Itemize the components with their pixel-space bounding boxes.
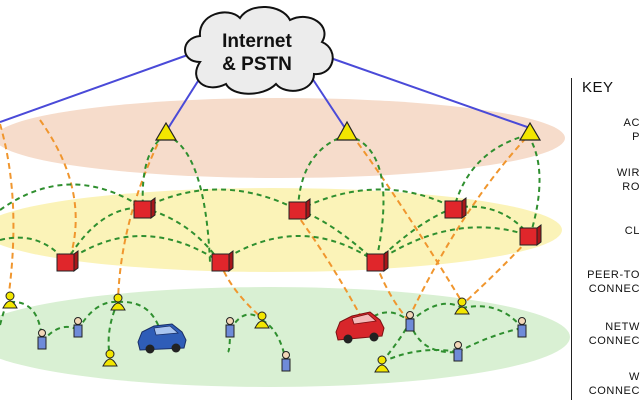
laptop-client-icon bbox=[281, 351, 291, 372]
key-divider bbox=[571, 78, 572, 400]
laptop-client-icon bbox=[453, 341, 463, 362]
key-title: KEY bbox=[582, 79, 614, 96]
router-icon bbox=[288, 198, 311, 220]
laptop-client-icon bbox=[405, 311, 415, 332]
router-icon bbox=[444, 197, 467, 219]
phone-client-icon bbox=[110, 293, 126, 311]
internet-cloud: Internet & PSTN bbox=[184, 5, 334, 95]
router-icon bbox=[211, 250, 234, 272]
cloud-label-line1: Internet bbox=[222, 31, 292, 52]
router-icon bbox=[56, 250, 79, 272]
key-item-client: CL bbox=[624, 225, 640, 237]
laptop-client-icon bbox=[225, 317, 235, 338]
phone-client-icon bbox=[2, 291, 18, 309]
car-red-icon bbox=[335, 311, 385, 344]
phone-client-icon bbox=[102, 349, 118, 367]
router-icon bbox=[519, 224, 542, 246]
access-point-icon bbox=[518, 121, 542, 141]
client-links bbox=[0, 119, 529, 323]
key-item-wireless-router: WIR RO bbox=[616, 167, 640, 193]
laptop-client-icon bbox=[517, 317, 527, 338]
phone-client-icon bbox=[254, 311, 270, 329]
routers bbox=[56, 197, 542, 272]
key-item-wired-connection: W CONNEC bbox=[588, 371, 640, 397]
router-layer bbox=[0, 188, 562, 272]
access-point-layer bbox=[0, 98, 565, 178]
phone-clients bbox=[2, 291, 470, 373]
laptop-clients bbox=[37, 311, 527, 372]
router-icon bbox=[366, 250, 389, 272]
laptop-client-icon bbox=[37, 329, 47, 350]
phone-client-icon bbox=[454, 297, 470, 315]
cloud-label-line2: & PSTN bbox=[222, 54, 292, 75]
car-blue-icon bbox=[137, 323, 187, 354]
phone-client-icon bbox=[374, 355, 390, 373]
backhaul-links bbox=[0, 51, 531, 131]
access-point-icon bbox=[154, 121, 178, 141]
client-layer bbox=[0, 287, 570, 387]
key-item-access-point: AC P bbox=[623, 117, 640, 143]
laptop-client-icon bbox=[73, 317, 83, 338]
access-points bbox=[154, 120, 542, 141]
key-item-network-connection: NETW CONNEC bbox=[588, 321, 640, 347]
key-item-peer-to-peer: PEER-TO CONNEC bbox=[587, 269, 640, 295]
router-icon bbox=[133, 197, 156, 219]
access-point-icon bbox=[335, 120, 359, 141]
